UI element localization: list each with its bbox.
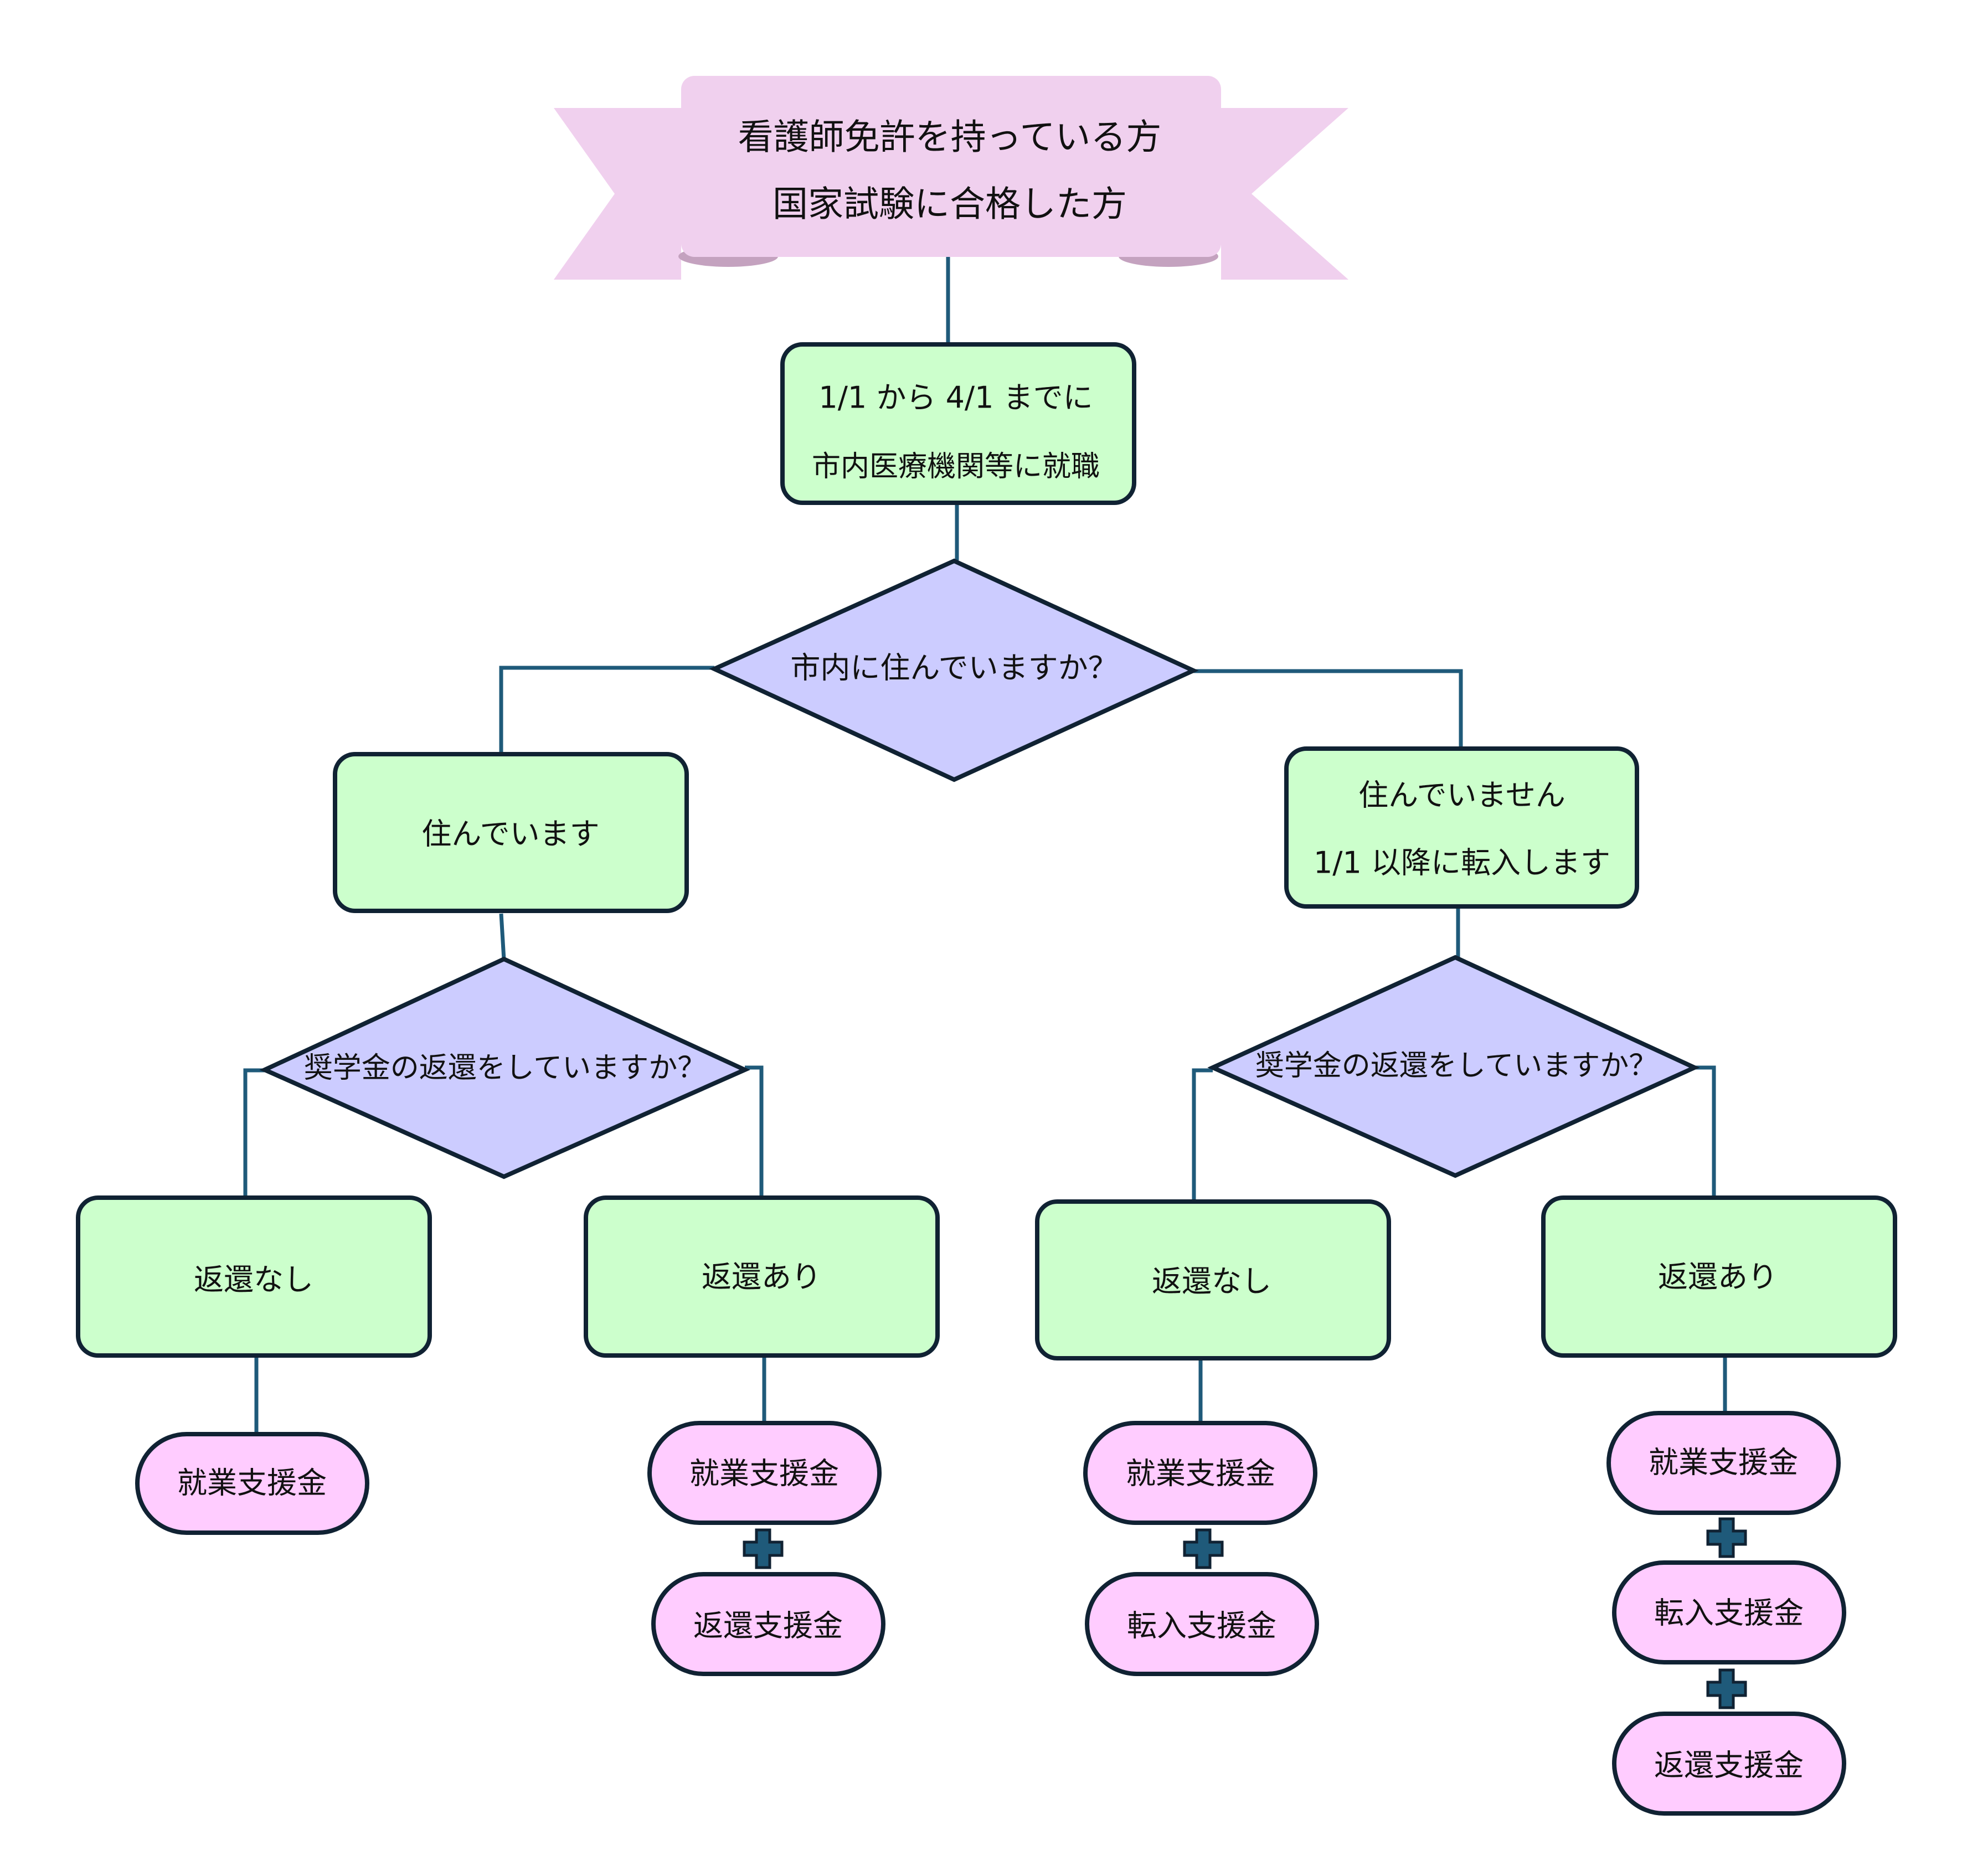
benefit-d-repayment-label: 返還支援金 <box>1654 1748 1804 1783</box>
benefit-c-move-in-shape <box>1085 1572 1319 1676</box>
moving-in-box-shape <box>1284 746 1639 909</box>
scholarship-question-right-label: 奨学金の返還をしていますか？ <box>1255 1049 1657 1083</box>
banner-right-tail <box>1221 108 1348 280</box>
benefit-b-repayment-shape <box>651 1572 885 1676</box>
scholarship-question-left-label: 奨学金の返還をしていますか？ <box>304 1052 706 1085</box>
banner-left-tail <box>554 108 681 280</box>
employment-line-1: 1/1 から 4/1 までに <box>818 380 1093 415</box>
plus-icon <box>1706 1668 1747 1709</box>
outcome-b-label: 返還あり <box>702 1260 821 1295</box>
benefit-d-employment-label: 就業支援金 <box>1649 1445 1798 1480</box>
title-banner: 看護師免許を持っている方 国家試験に合格した方 <box>554 76 1348 280</box>
benefit-d-repayment-shape <box>1612 1712 1846 1816</box>
benefit-d-move-in-label: 転入支援金 <box>1654 1596 1804 1631</box>
employment-line-2: 市内医療機関等に就職 <box>812 450 1100 483</box>
scholarship-question-right-diamond: 奨学金の返還をしていますか？ <box>1207 955 1700 1178</box>
employment-box-shape <box>780 342 1136 505</box>
outcome-c-label: 返還なし <box>1152 1264 1271 1299</box>
connector-lives-to-scholarship <box>499 913 506 960</box>
benefit-d-employment-pill: 就業支援金 <box>1606 1411 1841 1515</box>
outcome-b-box-shape <box>584 1195 940 1358</box>
plus-icon <box>1706 1517 1747 1558</box>
employment-box: 1/1 から 4/1 までに 市内医療機関等に就職 <box>780 342 1136 505</box>
scholarship-question-left-shape <box>259 956 750 1179</box>
outcome-c-box: 返還なし <box>1035 1199 1391 1360</box>
outcome-c-box-shape <box>1035 1199 1391 1360</box>
plus-icon <box>1183 1528 1224 1569</box>
benefit-c-employment-shape <box>1083 1421 1317 1525</box>
banner-line-1: 看護師免許を持っている方 <box>738 117 1162 158</box>
residence-question-diamond: 市内に住んでいますか？ <box>709 558 1199 782</box>
benefit-a-employment-pill: 就業支援金 <box>135 1432 369 1535</box>
benefit-a-employment-label: 就業支援金 <box>177 1466 327 1501</box>
lives-in-city-box: 住んでいます <box>333 752 689 913</box>
benefit-b-employment-label: 就業支援金 <box>689 1456 839 1491</box>
benefit-d-repayment-pill: 返還支援金 <box>1612 1712 1846 1816</box>
outcome-d-label: 返還あり <box>1658 1260 1778 1295</box>
scholarship-question-right-shape <box>1207 955 1700 1178</box>
plus-icon <box>743 1528 784 1569</box>
lives-in-city-label: 住んでいます <box>421 817 599 852</box>
outcome-a-box-shape <box>76 1195 432 1358</box>
moving-in-line-1: 住んでいません <box>1358 778 1566 813</box>
outcome-d-box: 返還あり <box>1541 1195 1897 1358</box>
connectors <box>243 249 1727 1434</box>
benefit-b-employment-pill: 就業支援金 <box>647 1421 882 1525</box>
benefit-d-employment-shape <box>1606 1411 1841 1515</box>
outcome-d-box-shape <box>1541 1195 1897 1358</box>
connector-right-q-to-no-repay <box>1192 1068 1213 1202</box>
residence-question-shape <box>709 558 1199 782</box>
benefit-c-employment-pill: 就業支援金 <box>1083 1421 1317 1525</box>
benefit-b-repayment-pill: 返還支援金 <box>651 1572 885 1676</box>
benefit-d-move-in-shape <box>1612 1560 1846 1664</box>
benefit-c-move-in-label: 転入支援金 <box>1127 1609 1276 1643</box>
benefit-d-move-in-pill: 転入支援金 <box>1612 1560 1846 1664</box>
banner-line-2: 国家試験に合格した方 <box>773 184 1127 225</box>
outcome-b-box: 返還あり <box>584 1195 940 1358</box>
connector-question-to-lives <box>499 666 714 753</box>
outcome-a-label: 返還なし <box>194 1262 313 1297</box>
benefit-c-employment-label: 就業支援金 <box>1126 1456 1275 1491</box>
benefit-a-employment-shape <box>135 1432 369 1535</box>
moving-in-box: 住んでいません 1/1 以降に転入します <box>1284 746 1639 909</box>
outcome-a-box: 返還なし <box>76 1195 432 1358</box>
benefit-b-repayment-label: 返還支援金 <box>693 1609 843 1643</box>
moving-in-line-2: 1/1 以降に転入します <box>1314 846 1610 880</box>
connector-right-q-to-repay <box>1695 1065 1716 1199</box>
lives-in-city-box-shape <box>333 752 689 913</box>
residence-question-label: 市内に住んでいますか？ <box>790 651 1118 686</box>
banner-ribbon <box>681 76 1221 257</box>
connector-left-q-to-repay <box>745 1065 764 1199</box>
benefit-c-move-in-pill: 転入支援金 <box>1085 1572 1319 1676</box>
connector-question-to-moving <box>1193 669 1463 750</box>
scholarship-question-left-diamond: 奨学金の返還をしていますか？ <box>259 956 750 1179</box>
benefit-b-employment-shape <box>647 1421 882 1525</box>
connector-left-q-to-no-repay <box>243 1068 265 1199</box>
